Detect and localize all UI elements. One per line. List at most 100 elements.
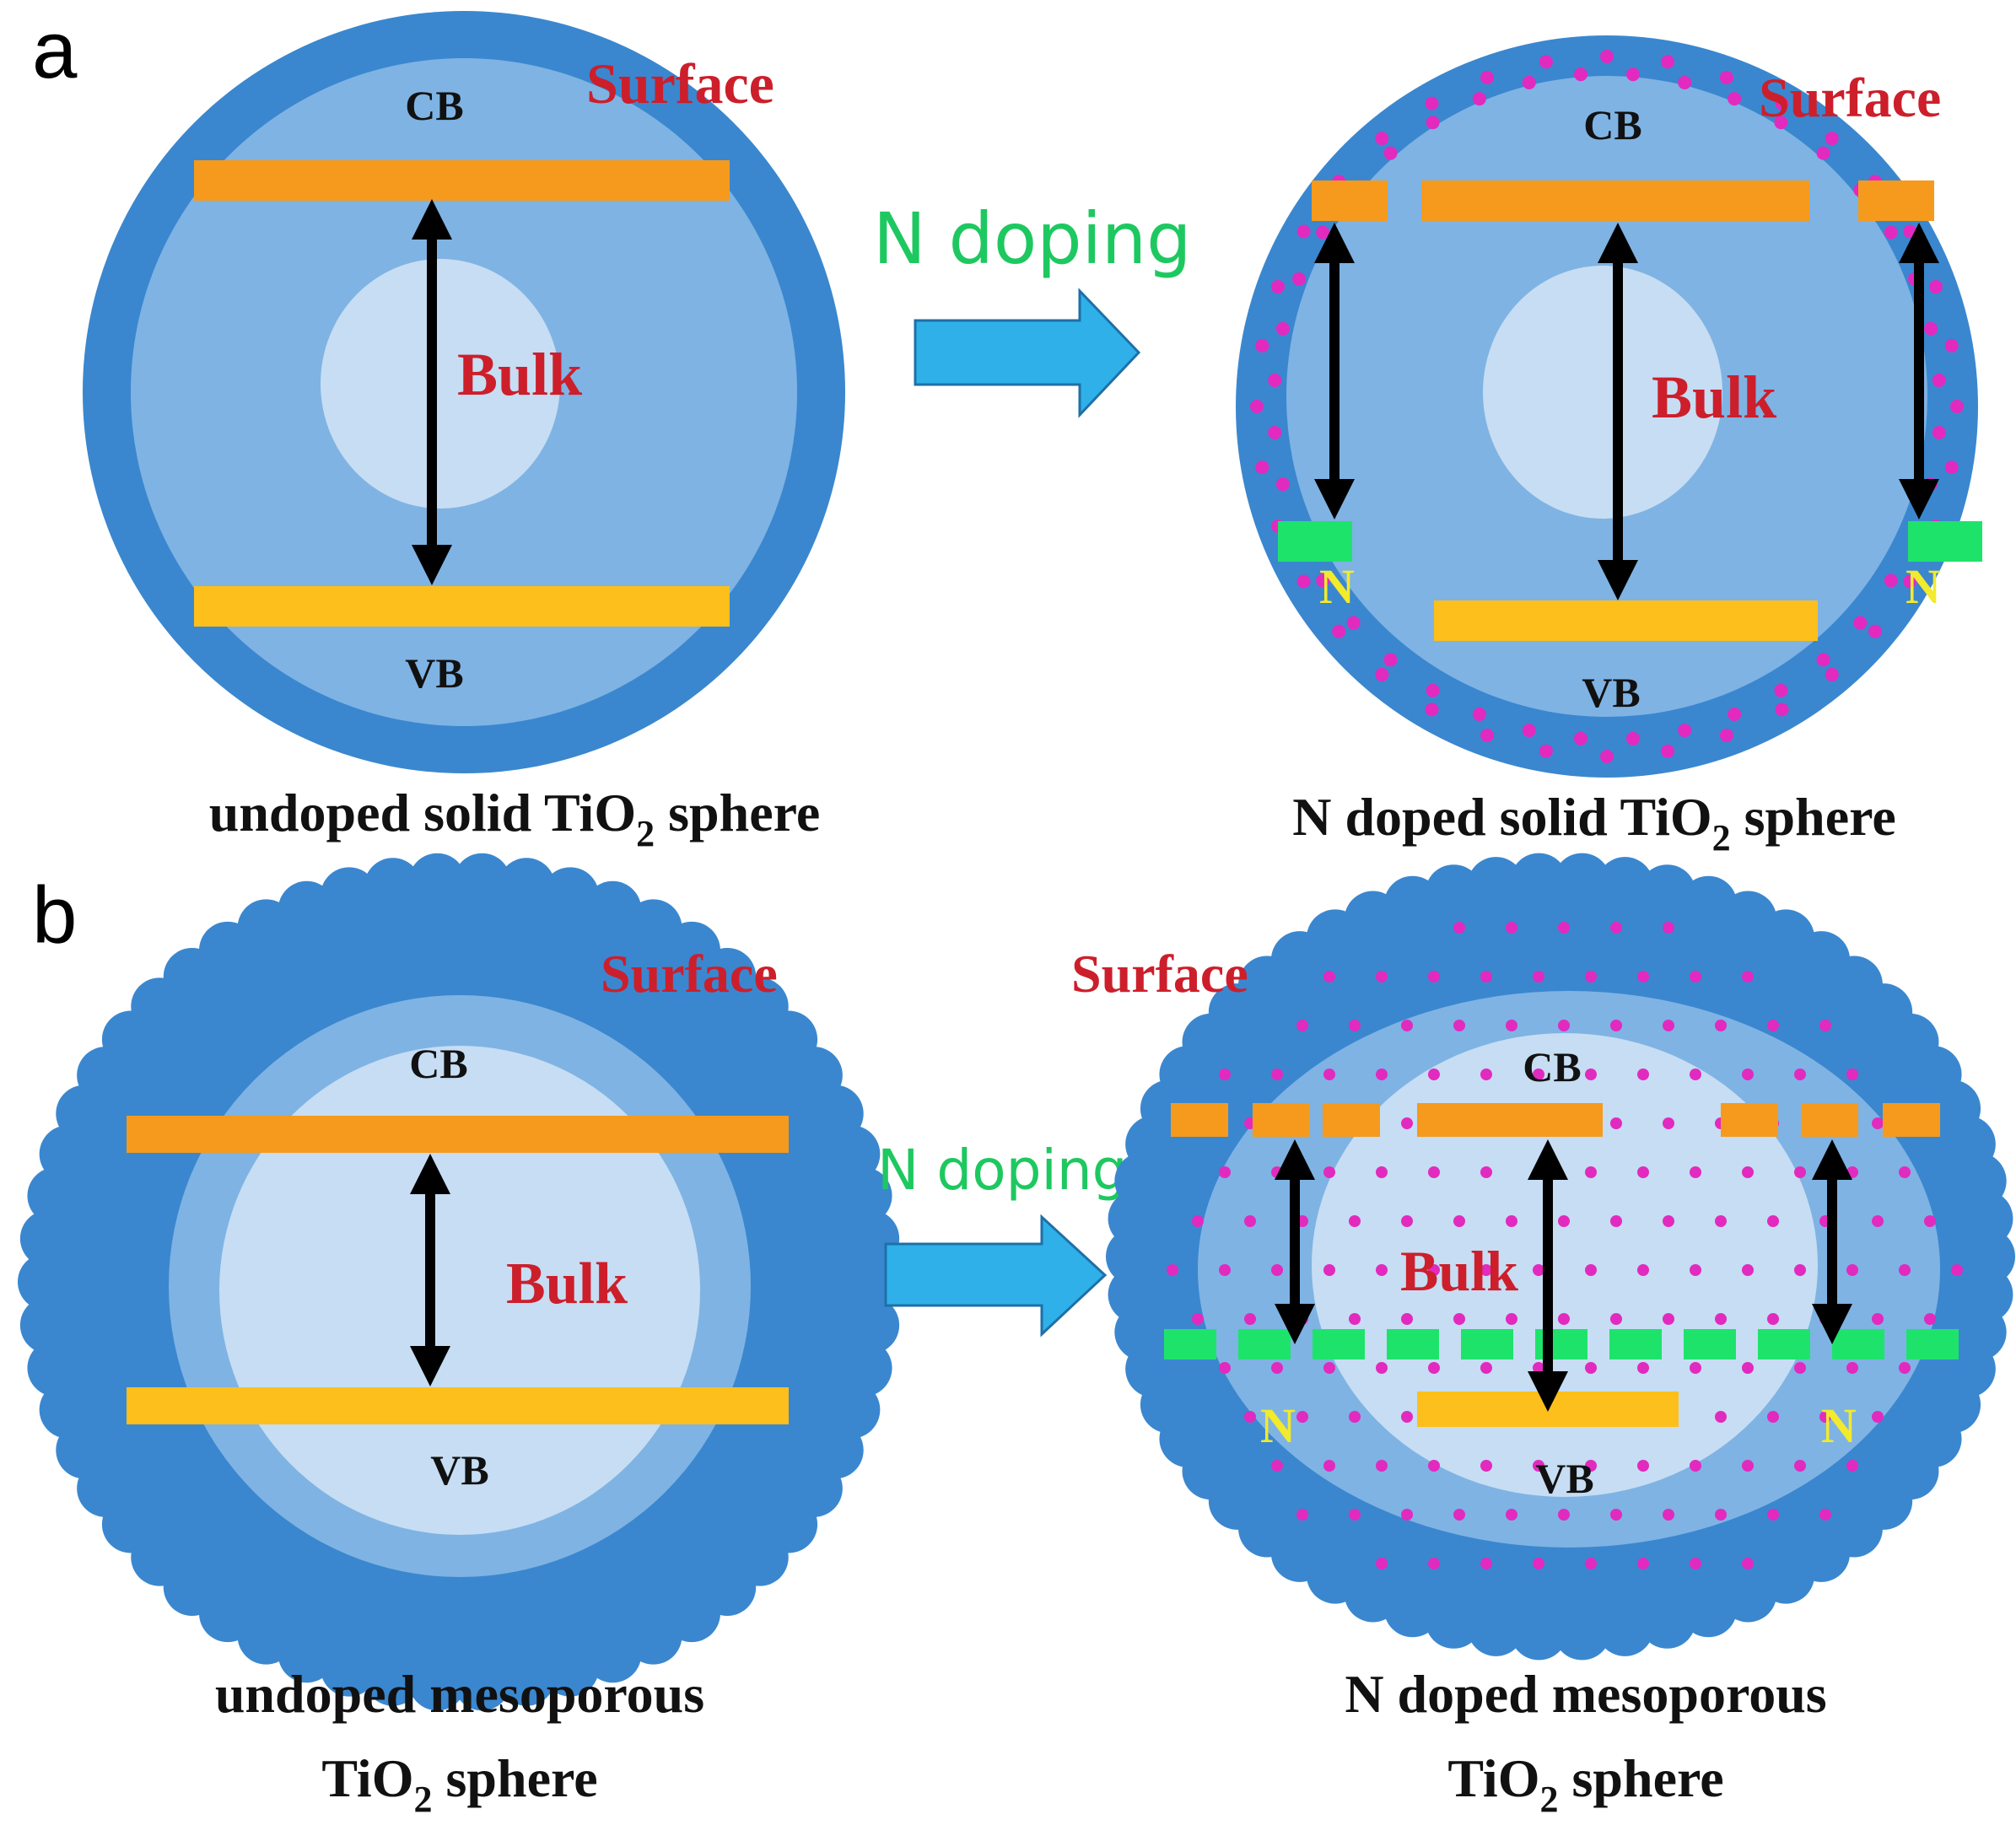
- dopant-dot: [1401, 1215, 1413, 1227]
- dopant-dot: [1271, 1362, 1283, 1374]
- dopant-dot: [1219, 1166, 1231, 1178]
- dopant-dot: [1539, 744, 1553, 758]
- dopant-dot: [1323, 1166, 1335, 1178]
- dopant-dot: [1625, 731, 1640, 746]
- dopant-dot: [1585, 1362, 1597, 1374]
- dopant-dot: [1296, 1509, 1308, 1521]
- dopant-dot: [1944, 338, 1959, 353]
- dopant-dot: [1719, 71, 1733, 85]
- surface-label: Surface: [601, 944, 778, 1004]
- dopant-dot: [1825, 667, 1839, 681]
- dopant-dot: [1742, 1264, 1754, 1276]
- dopant-dot: [1899, 1166, 1911, 1178]
- cb-band-segment: [1721, 1103, 1778, 1137]
- dopant-dot: [1903, 224, 1917, 239]
- dopant-dot: [1401, 1509, 1413, 1521]
- cb-band: [1421, 180, 1809, 221]
- cb-band: [1312, 180, 1388, 221]
- dopant-dot: [1453, 922, 1465, 934]
- caption-undoped-mesoporous-line2: TiO2 sphere: [321, 1748, 597, 1820]
- dopant-dot: [1767, 1215, 1779, 1227]
- process-arrow: [884, 1214, 1108, 1338]
- n-doped-mesoporous-sphere: CB VB Bulk N N: [1106, 853, 2015, 1661]
- dopant-dot: [1401, 1411, 1413, 1423]
- dopant-dot: [1167, 1264, 1178, 1276]
- vb-label: VB: [1535, 1455, 1593, 1502]
- n-level-segment: [1609, 1329, 1662, 1359]
- dopant-dot: [1192, 1215, 1204, 1227]
- dopant-dot: [1715, 1411, 1727, 1423]
- dopant-dot: [1428, 1558, 1440, 1569]
- cb-band-segment: [1253, 1103, 1310, 1137]
- dopant-dot: [1715, 1509, 1727, 1521]
- dopant-dot: [1690, 1362, 1701, 1374]
- dopant-dot: [1271, 1460, 1283, 1472]
- dopant-dot: [1255, 338, 1269, 353]
- dopant-dot: [1678, 75, 1692, 89]
- dopant-dot: [1610, 1020, 1622, 1031]
- dopant-dot: [1268, 425, 1282, 439]
- dopant-dot: [1375, 667, 1389, 681]
- dopant-dot: [1558, 1215, 1570, 1227]
- dopant-dot: [1872, 1215, 1884, 1227]
- dopant-dot: [1625, 67, 1640, 82]
- n-label: N: [1821, 1398, 1857, 1453]
- dopant-dot: [1323, 1264, 1335, 1276]
- dopant-dot: [1323, 1362, 1335, 1374]
- dopant-dot: [1924, 1313, 1936, 1325]
- surface-label: Surface: [1071, 944, 1248, 1004]
- dopant-dot: [1255, 460, 1269, 475]
- cb-band-segment: [1323, 1103, 1380, 1137]
- dopant-dot: [1950, 400, 1964, 413]
- n-level-segments: [1164, 1329, 1959, 1359]
- dopant-dot: [1244, 1313, 1256, 1325]
- dopant-dot: [1899, 1264, 1911, 1276]
- dopant-dot: [1275, 477, 1290, 492]
- n-label: N: [1319, 559, 1355, 614]
- dopant-dot: [1323, 1069, 1335, 1080]
- bulk-label: Bulk: [1652, 363, 1776, 431]
- n-label: N: [1260, 1398, 1296, 1453]
- vb-band: [194, 586, 730, 627]
- dopant-dot: [1558, 1020, 1570, 1031]
- cb-label: CB: [1523, 1043, 1581, 1090]
- dopant-dot: [1794, 1264, 1806, 1276]
- dopant-dot: [1610, 1215, 1622, 1227]
- dopant-dot: [1819, 1020, 1831, 1031]
- dopant-dot: [1383, 653, 1398, 667]
- dopant-dot: [1794, 1166, 1806, 1178]
- dopant-dot: [1924, 1215, 1936, 1227]
- dopant-dot: [1539, 55, 1553, 69]
- dopant-dot: [1480, 971, 1492, 982]
- dopant-dot: [1690, 1166, 1701, 1178]
- dopant-dot: [1522, 75, 1536, 89]
- dopant-dot: [1480, 71, 1495, 85]
- dopant-dot: [1690, 1558, 1701, 1569]
- dopant-dot: [1558, 1509, 1570, 1521]
- vb-band: [127, 1387, 789, 1424]
- dopant-dot: [1428, 1264, 1440, 1276]
- dopant-dot: [1316, 573, 1330, 588]
- dopant-dot: [1292, 272, 1307, 286]
- dopant-dot: [1853, 616, 1868, 630]
- dopant-dot: [1742, 1166, 1754, 1178]
- vb-label: VB: [1582, 669, 1640, 716]
- caption-n-doped-solid: N doped solid TiO2 sphere: [1292, 787, 1896, 859]
- dopant-dot: [1846, 1069, 1858, 1080]
- dopant-dot: [1637, 1558, 1649, 1569]
- n-level-segment: [1906, 1329, 1959, 1359]
- dopant-dot: [1346, 616, 1361, 630]
- dopant-dot: [1767, 1509, 1779, 1521]
- dopant-dot: [1663, 1509, 1674, 1521]
- dopant-dot: [1637, 1362, 1649, 1374]
- caption-n-doped-mesoporous-line1: N doped mesoporous: [1345, 1664, 1826, 1724]
- n-level-segment: [1832, 1329, 1884, 1359]
- dopant-dot: [1376, 1069, 1388, 1080]
- n-level-segment: [1164, 1329, 1216, 1359]
- dopant-dot: [1944, 460, 1959, 475]
- dopant-dot: [1678, 724, 1692, 738]
- dopant-dot: [1428, 1166, 1440, 1178]
- dopant-dot: [1376, 1166, 1388, 1178]
- dopant-dot: [1533, 971, 1544, 982]
